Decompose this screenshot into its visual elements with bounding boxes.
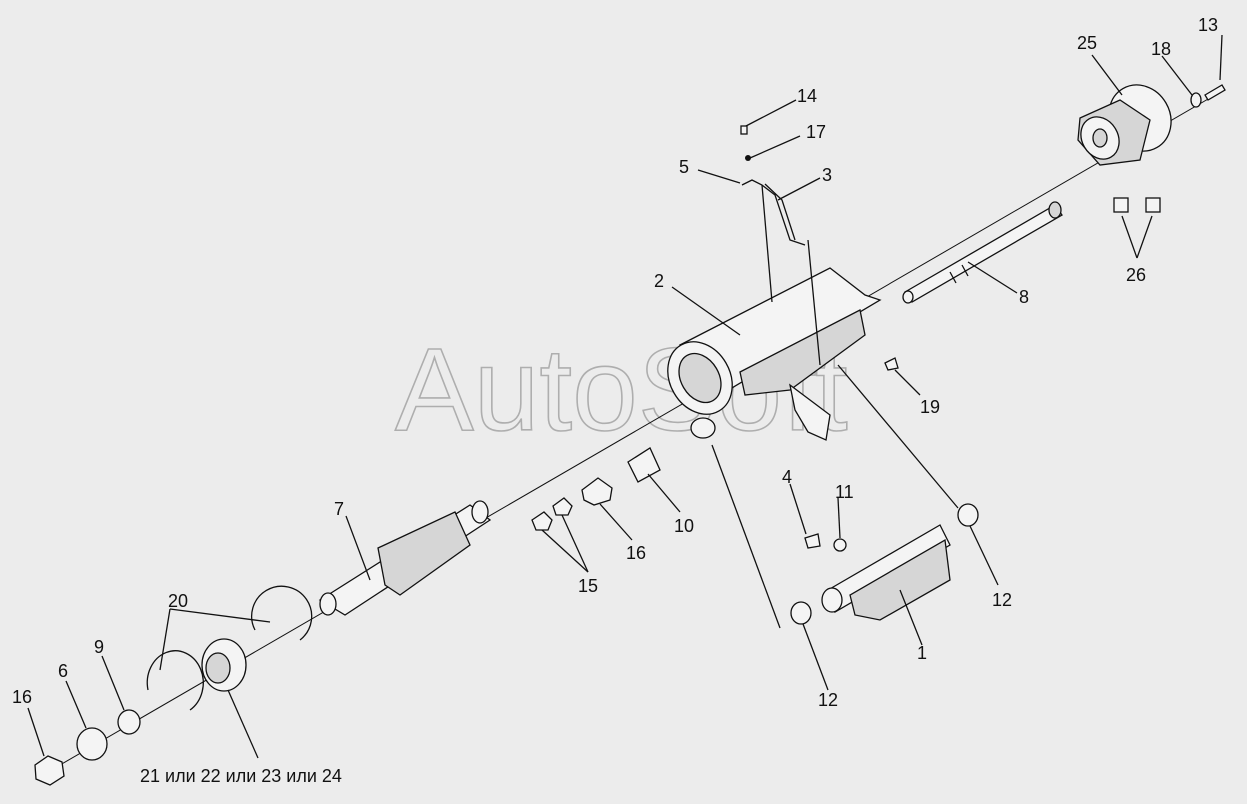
- part-fitting-4: [804, 533, 821, 549]
- callout-26: 26: [1126, 265, 1146, 285]
- part-tube-edge: [764, 183, 796, 241]
- part-housing: [667, 267, 882, 441]
- part-nut-16-lower: [34, 755, 65, 786]
- callout-12-bottom: 12: [818, 690, 838, 710]
- callout-5: 5: [679, 157, 689, 177]
- callout-16-middle: 16: [626, 543, 646, 563]
- part-rack: [821, 524, 951, 621]
- callout-25: 25: [1077, 33, 1097, 53]
- callout-16-left: 16: [12, 687, 32, 707]
- part-tube: [741, 179, 806, 246]
- part-snap-ring-lower: [146, 650, 204, 711]
- assembly-axis: [59, 94, 1216, 766]
- callout-2: 2: [654, 271, 664, 291]
- callout-20: 20: [168, 591, 188, 611]
- callout-3: 3: [822, 165, 832, 185]
- part-snap-ring-upper: [251, 585, 313, 641]
- callout-18: 18: [1151, 39, 1171, 59]
- part-bolt-13: [1204, 84, 1226, 101]
- callout-4: 4: [782, 467, 792, 487]
- part-nut-16-upper: [581, 477, 613, 506]
- part-washer-18: [1190, 92, 1202, 108]
- callout-13: 13: [1198, 15, 1218, 35]
- part-screw-14: [740, 125, 748, 135]
- part-ring-12-lower: [790, 601, 812, 625]
- callout-19: 19: [920, 397, 940, 417]
- callout-10: 10: [674, 516, 694, 536]
- part-shaft: [902, 201, 1063, 304]
- callout-labels: 14 17 5 3 2 8 13 18 25 26 19 12 1 12 11 …: [12, 15, 1218, 786]
- part-bearing-inner: [205, 652, 231, 684]
- part-nut-15-a: [531, 511, 553, 531]
- part-fitting-left: [1113, 197, 1129, 213]
- part-fitting-right: [1145, 197, 1161, 213]
- part-nut-15-b: [552, 497, 573, 516]
- callout-9: 9: [94, 637, 104, 657]
- callout-12-right: 12: [992, 590, 1012, 610]
- leader-lines: [27, 34, 1223, 759]
- callout-14: 14: [797, 86, 817, 106]
- part-fitting-19: [884, 357, 899, 371]
- callout-6: 6: [58, 661, 68, 681]
- callout-1: 1: [917, 643, 927, 663]
- part-washer-6: [76, 727, 108, 761]
- callout-11: 11: [835, 482, 854, 502]
- part-cover: [1077, 84, 1172, 166]
- part-bushing-10: [627, 447, 661, 483]
- part-nut-11: [833, 538, 847, 552]
- callout-8: 8: [1019, 287, 1029, 307]
- callout-7: 7: [334, 499, 344, 519]
- callout-21-24: 21 или 22 или 23 или 24: [140, 766, 342, 786]
- part-worm-screw: [318, 500, 492, 616]
- part-ring-12-upper: [957, 503, 979, 527]
- callout-17: 17: [806, 122, 826, 142]
- callout-15: 15: [578, 576, 598, 596]
- part-washer-9: [117, 709, 141, 735]
- part-washer-17: [745, 155, 751, 161]
